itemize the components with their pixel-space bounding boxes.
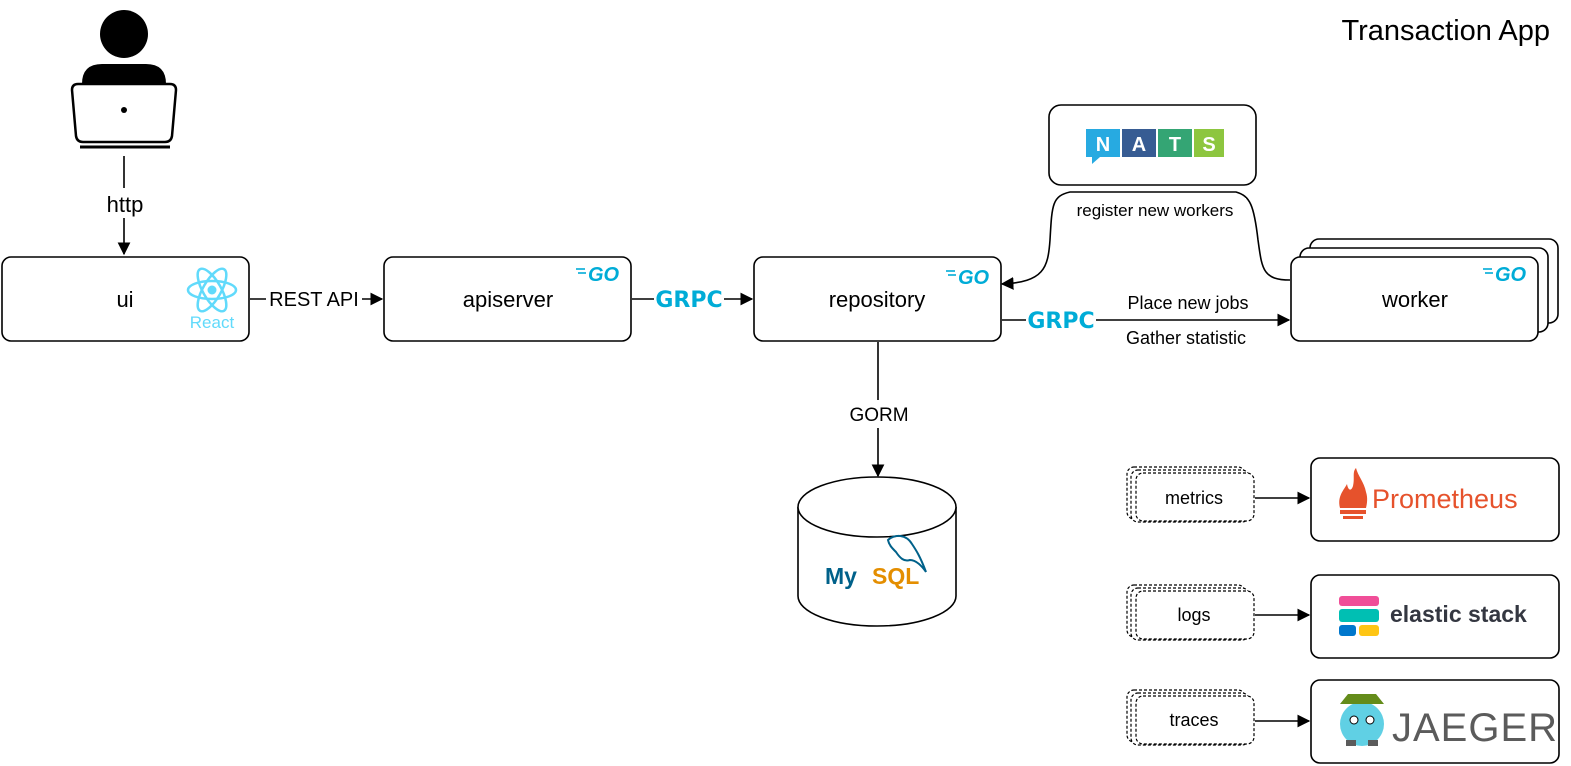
nats-logo: N A T S <box>1086 129 1224 164</box>
mysql-database: My SQL <box>797 476 957 627</box>
svg-text:GO: GO <box>1495 264 1527 286</box>
go-logo-icon: GO <box>576 264 620 286</box>
go-logo-icon: GO <box>946 267 990 289</box>
ui-label: ui <box>116 287 133 312</box>
svg-text:T: T <box>1169 134 1181 156</box>
worker-node: worker GO <box>1290 238 1559 342</box>
elastic-logo-icon <box>1339 596 1379 636</box>
traces-stack: traces <box>1126 689 1255 746</box>
prometheus-logo-text: Prometheus <box>1372 484 1518 514</box>
rest-api-label: REST API <box>269 289 359 311</box>
worker-label: worker <box>1381 287 1448 312</box>
apiserver-node: apiserver GO <box>383 256 632 342</box>
register-workers-edge <box>1000 191 1291 290</box>
repository-node: repository GO <box>753 256 1002 342</box>
metrics-stack: metrics <box>1126 466 1255 523</box>
nats-node: N A T S <box>1048 104 1257 186</box>
go-logo-icon: GO <box>1483 264 1527 286</box>
svg-text:GO: GO <box>958 267 990 289</box>
mysql-logo-sql: SQL <box>872 563 919 589</box>
gorm-label: GORM <box>849 405 908 426</box>
traces-label: traces <box>1169 710 1218 730</box>
mysql-logo-my: My <box>825 563 857 589</box>
grpc-logo-text: GRPC <box>655 288 722 313</box>
mysql-dolphin-icon <box>886 534 927 573</box>
elastic-logo-text: elastic stack <box>1390 601 1527 627</box>
jaeger-gopher-icon <box>1340 694 1384 746</box>
page-title: Transaction App <box>1342 15 1551 47</box>
metrics-label: metrics <box>1165 488 1223 508</box>
react-logo-text: React <box>190 313 235 332</box>
jaeger-logo-text: JAEGER <box>1392 706 1558 750</box>
place-jobs-label: Place new jobs <box>1127 293 1248 313</box>
register-workers-label: register new workers <box>1077 201 1234 220</box>
elastic-node: elastic stack <box>1310 574 1560 659</box>
logs-label: logs <box>1177 605 1210 625</box>
prometheus-node: Prometheus <box>1310 457 1560 542</box>
apiserver-label: apiserver <box>463 287 553 312</box>
grpc-logo-text: GRPC <box>1027 309 1094 334</box>
react-icon <box>186 267 238 313</box>
svg-text:N: N <box>1096 134 1110 156</box>
svg-text:GO: GO <box>588 264 620 286</box>
repository-label: repository <box>829 287 926 312</box>
user-icon <box>70 10 178 149</box>
prometheus-flame-icon <box>1339 468 1368 519</box>
svg-text:S: S <box>1202 134 1215 156</box>
svg-text:A: A <box>1132 134 1146 156</box>
logs-stack: logs <box>1126 584 1255 641</box>
http-label: http <box>107 192 144 217</box>
gather-statistic-label: Gather statistic <box>1126 328 1246 348</box>
ui-node: ui React <box>1 256 250 342</box>
jaeger-node: JAEGER <box>1310 679 1560 764</box>
